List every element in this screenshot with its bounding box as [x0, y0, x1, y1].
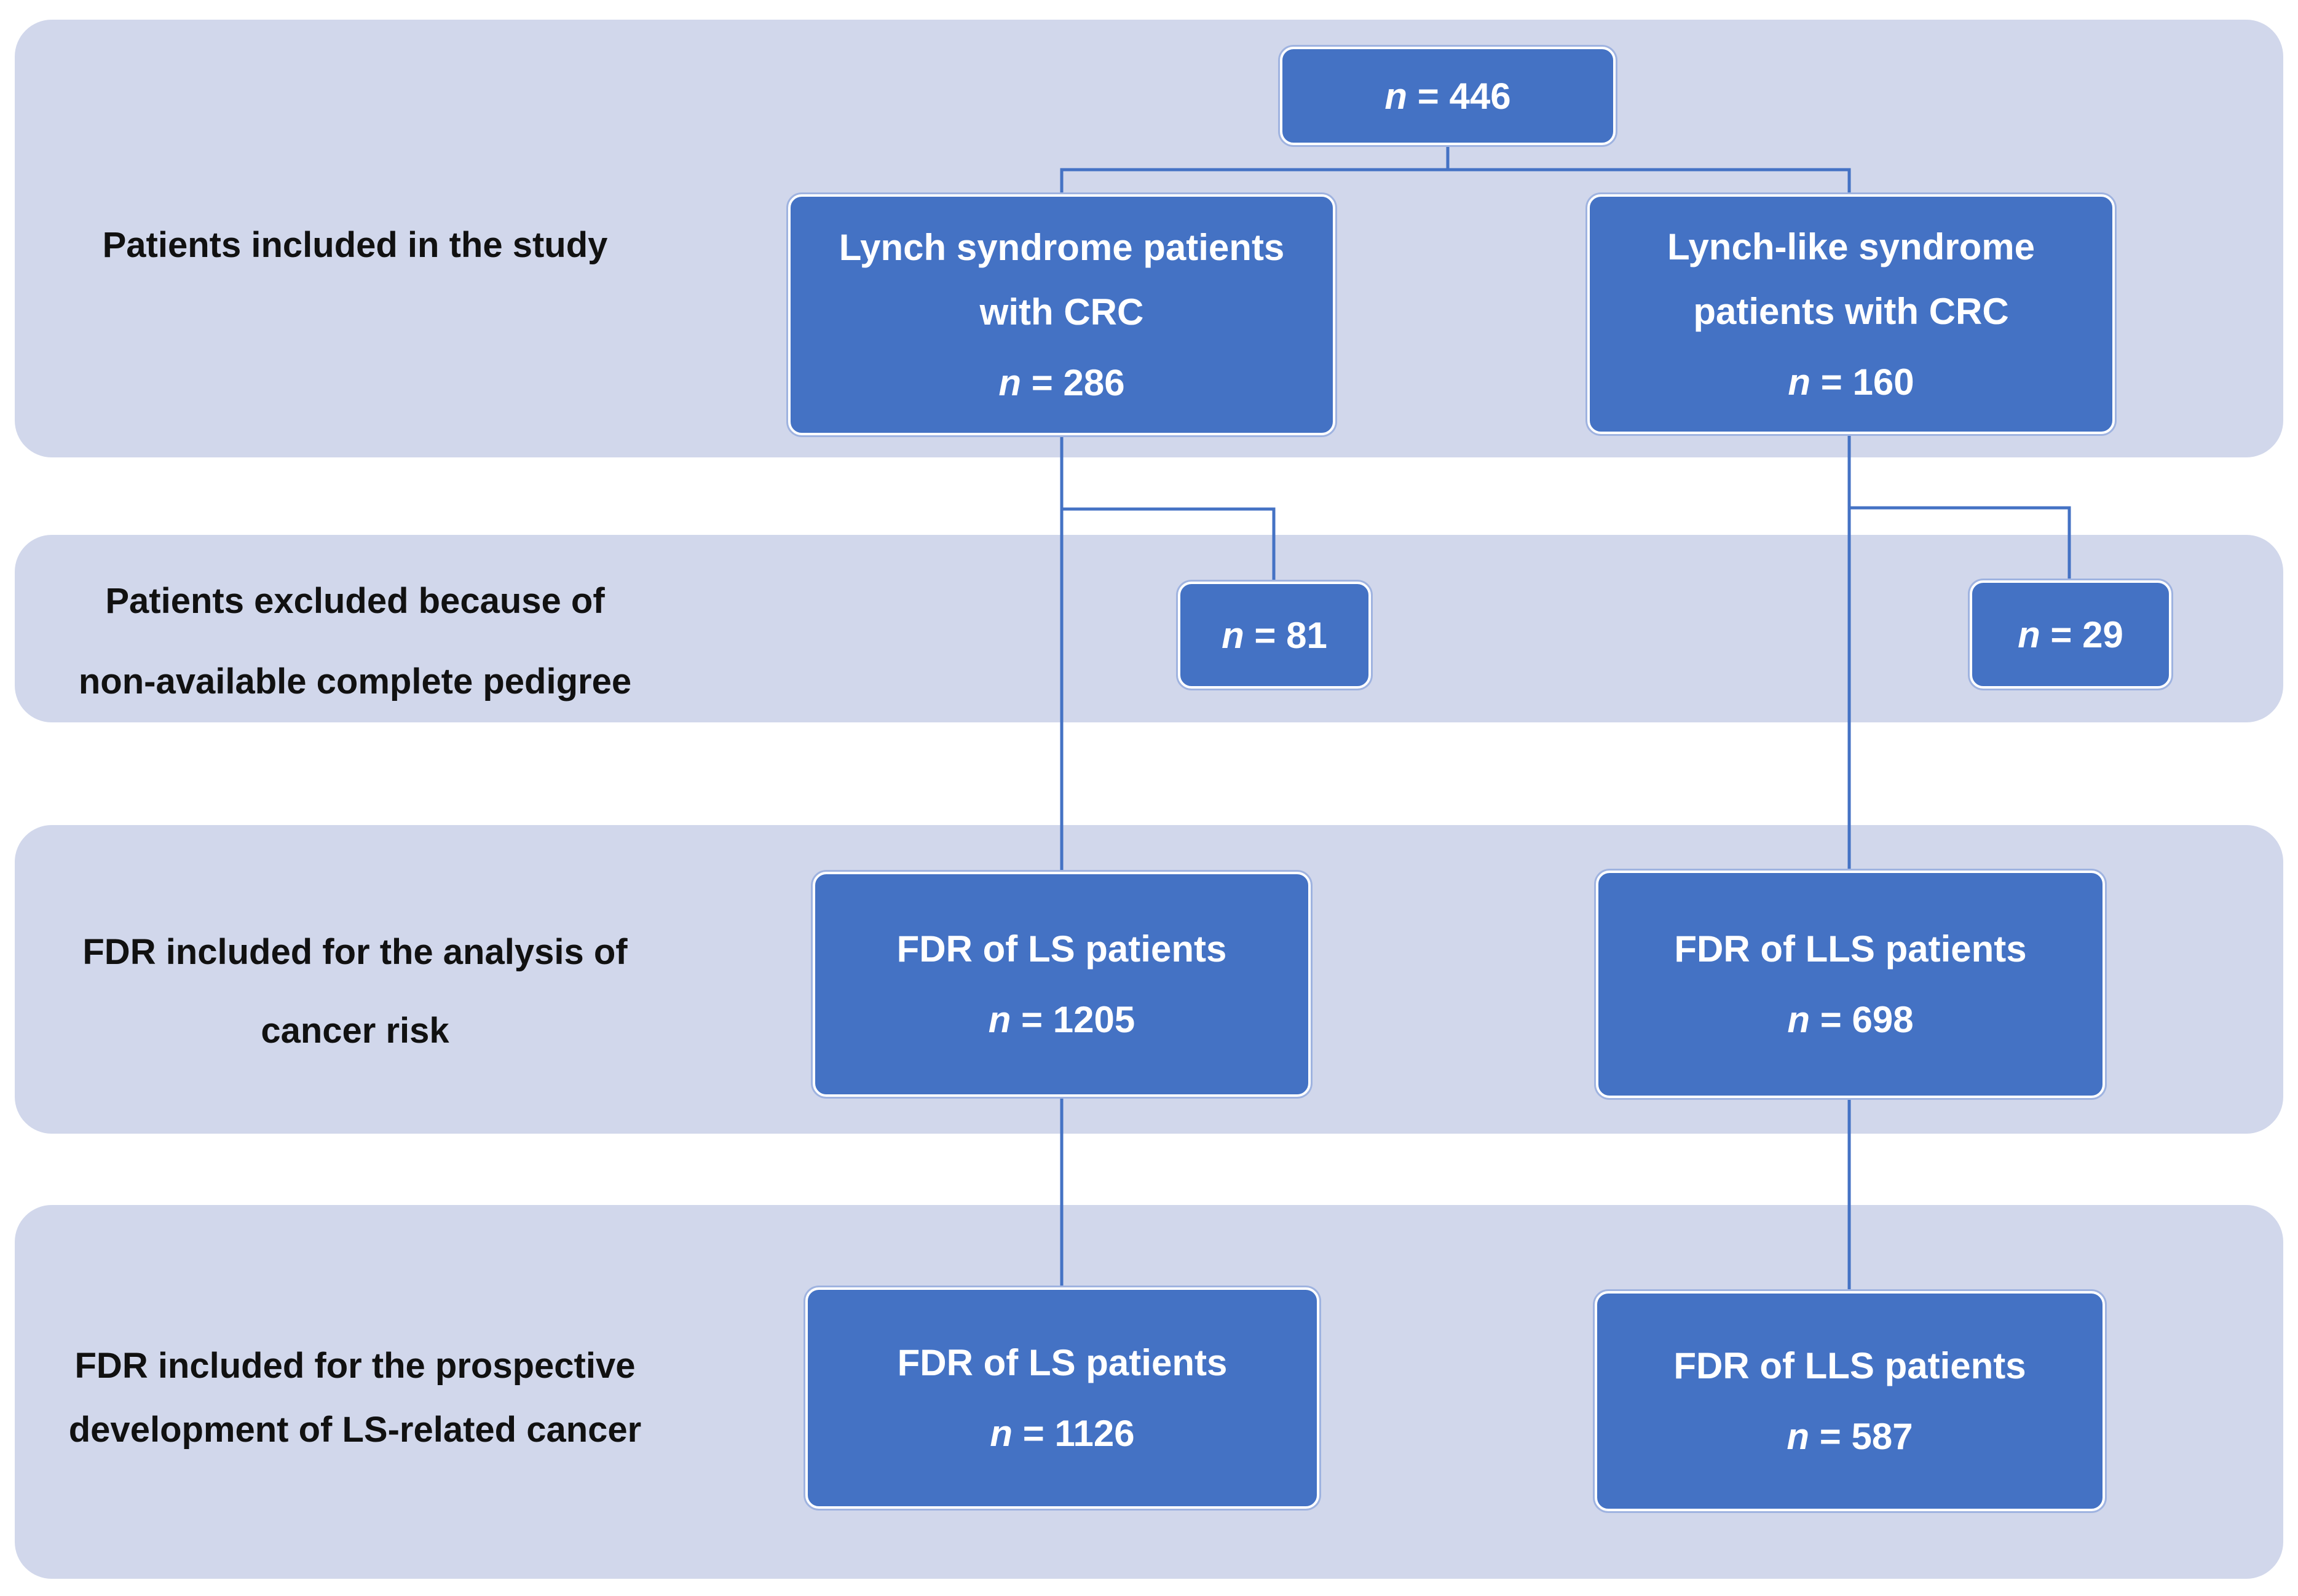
- box-ls-fdr-prospective: FDR of LS patients n = 1126: [805, 1287, 1319, 1509]
- box-title-line: FDR of LS patients: [896, 928, 1227, 970]
- row-label-fdr-cancer-risk: FDR included for the analysis of cancer …: [37, 913, 673, 1070]
- box-count: n = 286: [998, 361, 1125, 403]
- box-count: n = 587: [1787, 1416, 1913, 1457]
- box-count: n = 446: [1384, 75, 1511, 117]
- row-label-line: FDR included for the analysis of: [82, 932, 628, 972]
- box-title-line: FDR of LS patients: [897, 1342, 1228, 1383]
- band-patients-excluded: [15, 535, 2283, 722]
- row-label-fdr-prospective: FDR included for the prospective develop…: [37, 1334, 673, 1463]
- box-total-patients: n = 446: [1280, 47, 1616, 145]
- box-count: n = 160: [1788, 361, 1914, 403]
- row-label-line: non-available complete pedigree: [78, 661, 632, 701]
- box-lls-excluded: n = 29: [1970, 580, 2171, 689]
- row-label-line: FDR included for the prospective: [74, 1346, 636, 1386]
- row-label-patients-included: Patients included in the study: [37, 213, 673, 277]
- row-label-line: cancer risk: [261, 1010, 449, 1051]
- box-lls-fdr-prospective: FDR of LLS patients n = 587: [1595, 1291, 2105, 1511]
- box-ls-excluded: n = 81: [1178, 582, 1371, 689]
- box-count: n = 29: [2018, 614, 2123, 655]
- connector-total-split: [1060, 145, 1851, 194]
- row-label-line: development of LS-related cancer: [68, 1410, 642, 1450]
- connector-ls-excluded: [1062, 507, 1276, 582]
- row-label-patients-excluded: Patients excluded because of non-availab…: [37, 561, 673, 722]
- box-title-line: with CRC: [979, 291, 1144, 333]
- row-label-line: Patients included in the study: [102, 225, 608, 265]
- box-lls-fdr-risk: FDR of LLS patients n = 698: [1596, 871, 2105, 1098]
- box-lls-patients: Lynch-like syndrome patients with CRC n …: [1587, 194, 2115, 434]
- box-title-line: FDR of LLS patients: [1673, 1345, 2026, 1386]
- row-label-line: Patients excluded because of: [105, 581, 605, 621]
- box-title-line: Lynch-like syndrome: [1667, 226, 2035, 267]
- box-ls-patients: Lynch syndrome patients with CRC n = 286: [788, 194, 1335, 435]
- box-count: n = 1126: [990, 1413, 1135, 1454]
- box-ls-fdr-risk: FDR of LS patients n = 1205: [813, 872, 1311, 1097]
- box-count: n = 81: [1222, 614, 1327, 656]
- box-count: n = 698: [1787, 999, 1914, 1040]
- box-title-line: Lynch syndrome patients: [839, 226, 1285, 268]
- box-title-line: FDR of LLS patients: [1674, 928, 2027, 970]
- connector-lls-excluded: [1849, 506, 2071, 580]
- box-title-line: patients with CRC: [1693, 290, 2009, 332]
- box-count: n = 1205: [988, 999, 1135, 1040]
